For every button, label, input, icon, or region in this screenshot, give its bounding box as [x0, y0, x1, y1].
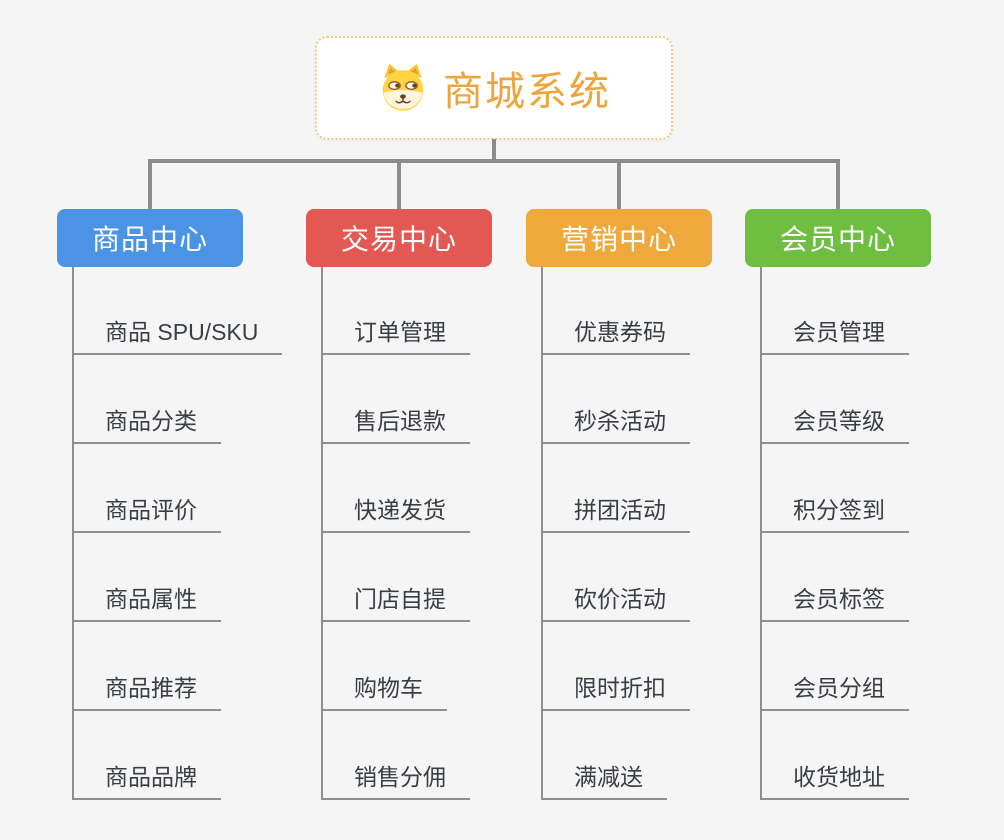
- branch-trunk-line-member: [760, 267, 762, 800]
- leaf-node[interactable]: 售后退款: [321, 408, 470, 444]
- branch-node-product-center[interactable]: 商品中心: [57, 209, 243, 267]
- branch-node-member-center[interactable]: 会员中心: [745, 209, 931, 267]
- leaf-node[interactable]: 砍价活动: [541, 586, 690, 622]
- leaf-node[interactable]: 商品属性: [72, 586, 221, 622]
- leaf-node[interactable]: 会员管理: [760, 319, 909, 355]
- leaf-node[interactable]: 商品推荐: [72, 675, 221, 711]
- leaf-node[interactable]: 限时折扣: [541, 675, 690, 711]
- leaf-node[interactable]: 快递发货: [321, 497, 470, 533]
- leaf-node[interactable]: 秒杀活动: [541, 408, 690, 444]
- leaf-node[interactable]: 满减送: [541, 764, 667, 800]
- leaf-node[interactable]: 优惠券码: [541, 319, 690, 355]
- leaf-node[interactable]: 会员分组: [760, 675, 909, 711]
- root-node[interactable]: 商城系统: [315, 36, 673, 140]
- connector-drop-product: [148, 161, 152, 209]
- leaf-node[interactable]: 积分签到: [760, 497, 909, 533]
- leaf-node[interactable]: 商品分类: [72, 408, 221, 444]
- connector-horizontal-bar: [148, 159, 840, 163]
- leaf-node[interactable]: 商品 SPU/SKU: [72, 319, 283, 355]
- leaf-node[interactable]: 收货地址: [760, 764, 909, 800]
- leaf-node[interactable]: 订单管理: [321, 319, 470, 355]
- connector-root-stem: [492, 139, 496, 161]
- leaf-node[interactable]: 拼团活动: [541, 497, 690, 533]
- branch-node-trade-center[interactable]: 交易中心: [306, 209, 492, 267]
- leaf-node[interactable]: 门店自提: [321, 586, 470, 622]
- connector-drop-marketing: [617, 161, 621, 209]
- branch-node-marketing-center[interactable]: 营销中心: [526, 209, 712, 267]
- branch-trunk-line-marketing: [541, 267, 543, 800]
- root-title: 商城系统: [443, 70, 611, 114]
- leaf-node[interactable]: 商品品牌: [72, 764, 221, 800]
- leaf-node[interactable]: 商品评价: [72, 497, 221, 533]
- leaf-node[interactable]: 会员等级: [760, 408, 909, 444]
- leaf-node[interactable]: 会员标签: [760, 586, 909, 622]
- leaf-node[interactable]: 购物车: [321, 675, 447, 711]
- connector-drop-trade: [397, 161, 401, 209]
- connector-drop-member: [836, 161, 840, 209]
- dog-face-icon: [382, 63, 424, 111]
- branch-trunk-line-product: [72, 267, 74, 800]
- branch-trunk-line-trade: [321, 267, 323, 800]
- leaf-node[interactable]: 销售分佣: [321, 764, 470, 800]
